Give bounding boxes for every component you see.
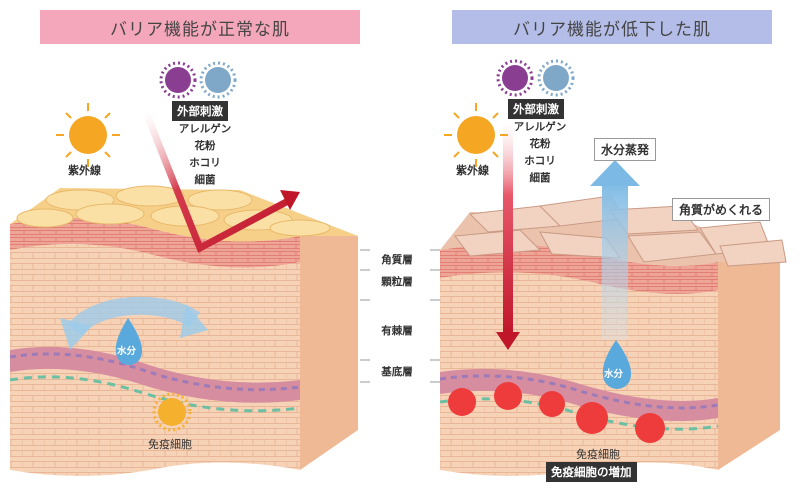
uv-label: 紫外線 xyxy=(456,164,489,177)
layer-stratum-corneum: 角質層 xyxy=(381,254,413,266)
immune-label: 免疫細胞 xyxy=(576,448,620,461)
water-drop-icon xyxy=(602,340,632,389)
stimulus-dust: ホコリ xyxy=(189,157,221,169)
virus-blue-icon xyxy=(537,59,575,97)
external-stimuli-tag: 外部刺激 xyxy=(172,101,228,121)
block-side-face xyxy=(300,236,358,470)
layer-brackets xyxy=(360,249,440,383)
stimulus-bacteria: 細菌 xyxy=(529,172,551,184)
virus-purple-icon xyxy=(159,61,197,99)
water-circulation-arrow xyxy=(67,296,201,336)
stimulus-pollen: 花粉 xyxy=(529,138,551,150)
evaporation-arrow xyxy=(602,180,628,340)
block-side-face xyxy=(718,262,780,470)
stimulus-bacteria: 細菌 xyxy=(194,174,216,186)
water-drop-icon xyxy=(115,318,143,365)
immune-cells-increased xyxy=(448,382,665,443)
title-damaged: バリア機能が低下した肌 xyxy=(513,19,711,40)
uv-label: 紫外線 xyxy=(68,164,101,177)
stimulus-penetrate-arrow xyxy=(503,120,513,334)
stimulus-bounce-arrow xyxy=(141,108,292,253)
tissue-front xyxy=(10,217,300,476)
layer-stratum-spinosum: 有棘層 xyxy=(381,325,413,337)
immune-increase-tag: 免疫細胞の増加 xyxy=(546,462,637,482)
stimuli-list: アレルゲン 花粉 ホコリ 細菌 xyxy=(505,119,575,187)
immune-label: 免疫細胞 xyxy=(148,438,192,451)
water-label: 水分 xyxy=(604,369,624,380)
evaporation-tag: 水分蒸発 xyxy=(594,138,657,161)
layer-stratum-granulosum: 顆粒層 xyxy=(381,276,413,288)
stimulus-allergen: アレルゲン xyxy=(178,123,232,135)
normal-skin-block xyxy=(9,185,358,476)
sun-icon xyxy=(56,103,120,167)
virus-blue-icon xyxy=(199,61,237,99)
external-stimuli-tag: 外部刺激 xyxy=(508,99,564,119)
granular-band xyxy=(10,217,300,268)
stimulus-allergen: アレルゲン xyxy=(513,121,567,133)
stimulus-pollen: 花粉 xyxy=(194,140,216,152)
layer-stratum-basale: 基底層 xyxy=(381,366,413,378)
title-banner-normal: バリア機能が正常な肌 xyxy=(40,10,360,44)
peeling-tag: 角質がめくれる xyxy=(672,198,771,221)
water-label: 水分 xyxy=(117,346,137,357)
title-banner-damaged: バリア機能が低下した肌 xyxy=(452,10,772,44)
basal-band xyxy=(440,368,718,422)
virus-purple-icon xyxy=(496,59,534,97)
sun-icon xyxy=(444,103,508,167)
immune-cell-icon xyxy=(152,392,192,432)
stimuli-list: アレルゲン 花粉 ホコリ 細菌 xyxy=(170,121,240,189)
stimulus-dust: ホコリ xyxy=(524,155,556,167)
title-normal: バリア機能が正常な肌 xyxy=(110,19,290,40)
